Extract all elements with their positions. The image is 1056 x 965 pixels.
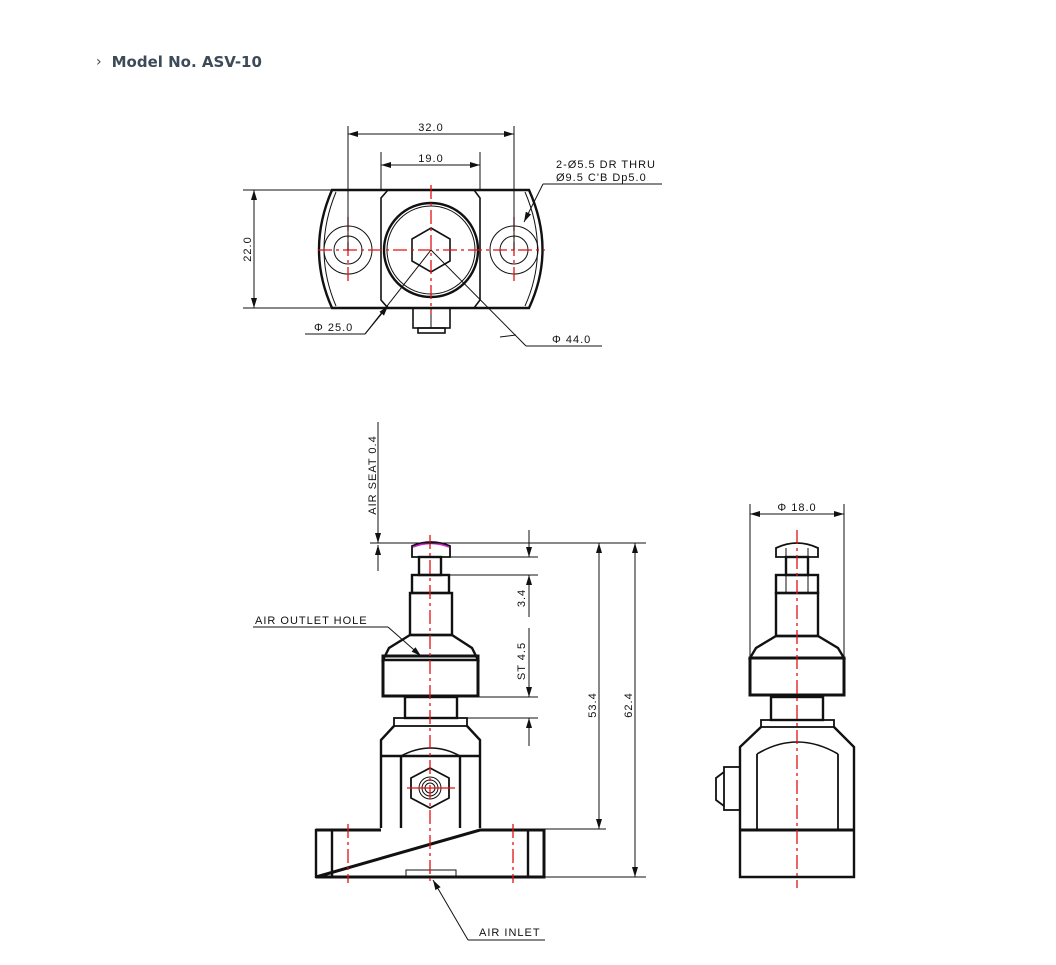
dim-19: 19.0 — [418, 153, 443, 165]
dim-62-4: 62.4 — [623, 692, 635, 717]
top-view: 32.0 19.0 22.0 2-Ø5.5 DR THRU Ø9.5 C'B D… — [242, 122, 662, 347]
model-title: › Model No. ASV-10 — [96, 53, 262, 71]
dim-dia-18: Φ 18.0 — [777, 502, 816, 514]
hole-note-2: Ø9.5 C'B Dp5.0 — [556, 172, 647, 184]
dim-dia-25: Φ 25.0 — [314, 322, 353, 334]
dim-32: 32.0 — [418, 122, 443, 134]
air-inlet-label: AIR INLET — [479, 927, 541, 939]
air-seat-label: AIR SEAT 0.4 — [367, 435, 379, 514]
air-outlet-hole-label: AIR OUTLET HOLE — [255, 615, 368, 627]
dim-3-4: 3.4 — [516, 589, 528, 607]
hole-note-1: 2-Ø5.5 DR THRU — [556, 159, 656, 171]
front-view: AIR SEAT 0.4 3.4 ST 4.5 53.4 62.4 AIR OU… — [253, 422, 646, 941]
side-view: Φ 18.0 — [715, 502, 856, 888]
dim-dia-44: Φ 44.0 — [552, 334, 591, 346]
dim-53-4: 53.4 — [587, 692, 599, 717]
model-number: Model No. ASV-10 — [111, 53, 262, 71]
dim-22: 22.0 — [242, 236, 254, 261]
chevron-right-icon: › — [96, 54, 102, 70]
dim-stroke: ST 4.5 — [516, 642, 528, 680]
